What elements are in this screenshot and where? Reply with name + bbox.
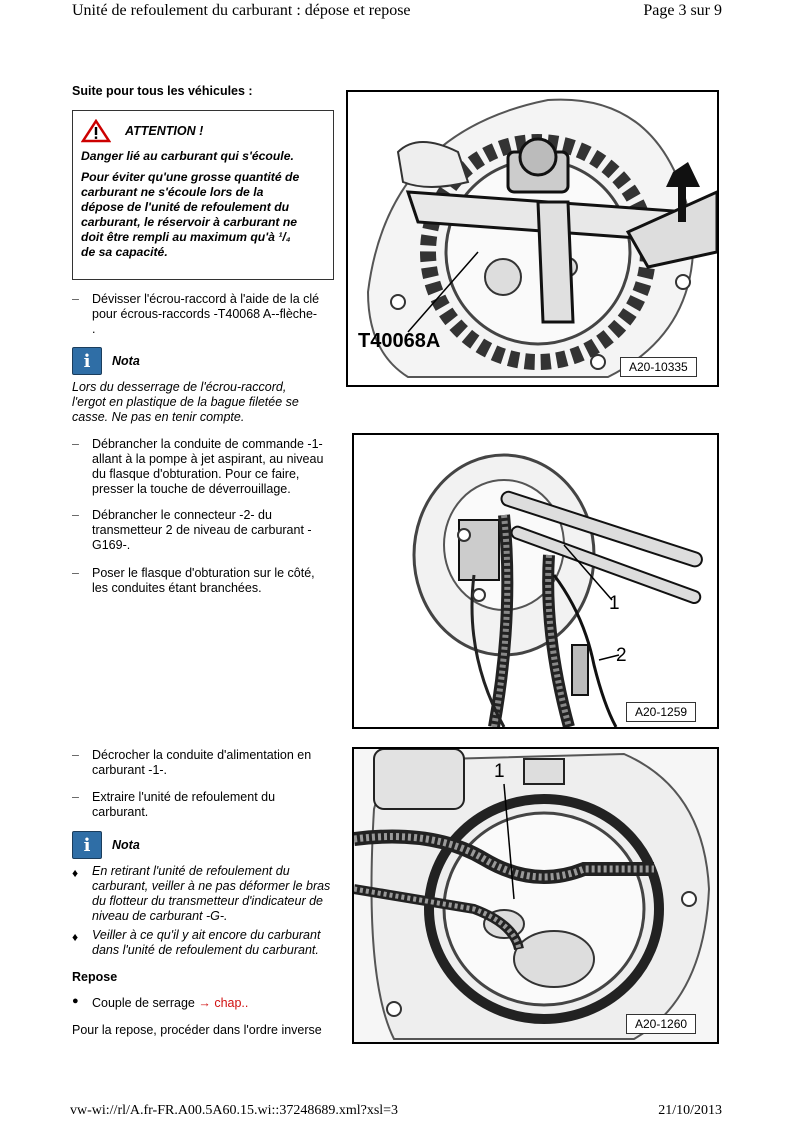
step-line: carburant. <box>92 805 149 819</box>
section-title: Suite pour tous les véhicules : <box>72 84 253 98</box>
step-line: . <box>92 322 96 336</box>
step-line: Poser le flasque d'obturation sur le côt… <box>92 566 315 580</box>
list-dash: – <box>72 292 79 306</box>
info-icon: i <box>72 347 102 375</box>
page-number: Page 3 sur 9 <box>643 2 722 19</box>
callout-1: 1 <box>494 761 505 782</box>
figure-feed-unit-removal: 1 A20-1260 <box>352 747 719 1044</box>
wrench-illustration <box>366 98 717 378</box>
document-title: Unité de refoulement du carburant : dépo… <box>72 2 411 19</box>
figure-code: A20-10335 <box>620 357 697 377</box>
nota-line: Veiller à ce qu'il y ait encore du carbu… <box>92 928 321 942</box>
tool-callout: T40068A <box>358 330 441 352</box>
warning-icon <box>81 119 111 143</box>
warning-body-line: dépose de l'unité de refoulement du <box>81 200 290 214</box>
nota-header: i Nota <box>72 347 140 375</box>
document-url: vw-wi://rl/A.fr-FR.A00.5A60.15.wi::37248… <box>70 1103 399 1118</box>
callout-2: 2 <box>616 645 627 666</box>
nota-text: Lors du desserrage de l'écrou-raccord, l… <box>72 380 334 425</box>
info-icon: i <box>72 831 102 859</box>
warning-body-line: doit être rempli au maximum qu'à ¹/₄ <box>81 230 291 244</box>
step-line: Décrocher la conduite d'alimentation en <box>92 748 312 762</box>
nota-line: En retirant l'unité de refoulement du <box>92 864 290 878</box>
warning-body-line: carburant, le réservoir à carburant ne <box>81 215 298 229</box>
repose-title: Repose <box>72 970 118 984</box>
list-dash: – <box>72 566 79 580</box>
step-line: Dévisser l'écrou-raccord à l'aide de la … <box>92 292 320 306</box>
step-line: G169-. <box>92 538 131 552</box>
figure-wrench-on-nut: T40068A A20-10335 <box>346 90 719 387</box>
list-dash: – <box>72 748 79 762</box>
warning-line: Danger lié au carburant qui s'écoule. <box>81 149 294 163</box>
fuel-lines-illustration <box>412 453 703 727</box>
warning-title: ATTENTION ! <box>125 124 204 138</box>
repose-final: Pour la repose, procéder dans l'ordre in… <box>72 1023 322 1037</box>
step-line: carburant -1-. <box>92 763 168 777</box>
nota-label: Nota <box>112 354 140 368</box>
nota-label: Nota <box>112 838 140 852</box>
nota-line: Lors du desserrage de l'écrou-raccord, <box>72 380 287 394</box>
list-dash: – <box>72 790 79 804</box>
nota-bullet: Veiller à ce qu'il y ait encore du carbu… <box>92 928 342 958</box>
step-extract-unit: Extraire l'unité de refoulement du carbu… <box>92 790 342 820</box>
figure-code: A20-1260 <box>626 1014 697 1034</box>
warning-body-line: carburant ne s'écoule lors de la <box>81 185 264 199</box>
diamond-bullet-icon: ♦ <box>72 866 79 880</box>
step-unhook-line: Décrocher la conduite d'alimentation en … <box>92 748 342 778</box>
figure-code: A20-1259 <box>626 702 697 722</box>
callout-1: 1 <box>609 593 620 614</box>
step-set-flange: Poser le flasque d'obturation sur le côt… <box>92 566 342 596</box>
torque-label: Couple de serrage <box>92 996 195 1010</box>
nota-header: i Nota <box>72 831 140 859</box>
torque-item: Couple de serrage → chap.. <box>92 996 342 1011</box>
nota-line: du flotteur du transmetteur d'indicateur… <box>92 894 323 908</box>
diamond-bullet-icon: ♦ <box>72 930 79 944</box>
chapter-link[interactable]: → chap.. <box>198 996 249 1010</box>
step-line: pour écrous-raccords -T40068 A--flèche- <box>92 307 318 321</box>
feed-unit-illustration <box>354 749 717 1042</box>
step-line: Débrancher la conduite de commande -1- <box>92 437 323 451</box>
nota-line: dans l'unité de refoulement du carburant… <box>92 943 319 957</box>
print-date: 21/10/2013 <box>658 1103 722 1118</box>
list-dash: – <box>72 437 79 451</box>
step-disconnect-line: Débrancher la conduite de commande -1- a… <box>92 437 342 497</box>
list-dash: – <box>72 508 79 522</box>
step-disconnect-connector: Débrancher le connecteur -2- du transmet… <box>92 508 342 553</box>
round-bullet-icon: ● <box>72 995 79 1007</box>
nota-bullet: En retirant l'unité de refoulement du ca… <box>92 864 342 924</box>
nota-line: l'ergot en plastique de la bague filetée… <box>72 395 299 409</box>
warning-body-line: de sa capacité. <box>81 245 168 259</box>
step-line: les conduites étant branchées. <box>92 581 262 595</box>
figure-fuel-lines: 1 2 A20-1259 <box>352 433 719 729</box>
step-line: du flasque d'obturation. Pour ce faire, <box>92 467 300 481</box>
step-line: transmetteur 2 de niveau de carburant - <box>92 523 312 537</box>
step-line: allant à la pompe à jet aspirant, au niv… <box>92 452 324 466</box>
nota-line: casse. Ne pas en tenir compte. <box>72 410 245 424</box>
nota-line: niveau de carburant -G-. <box>92 909 228 923</box>
step-line: presser la touche de déverrouillage. <box>92 482 291 496</box>
step-unscrew: Dévisser l'écrou-raccord à l'aide de la … <box>92 292 342 337</box>
step-line: Extraire l'unité de refoulement du <box>92 790 276 804</box>
warning-body-line: Pour éviter qu'une grosse quantité de <box>81 170 300 184</box>
step-line: Débrancher le connecteur -2- du <box>92 508 272 522</box>
warning-box: ATTENTION ! Danger lié au carburant qui … <box>72 110 334 280</box>
nota-line: carburant, veiller à ne pas déformer le … <box>92 879 331 893</box>
